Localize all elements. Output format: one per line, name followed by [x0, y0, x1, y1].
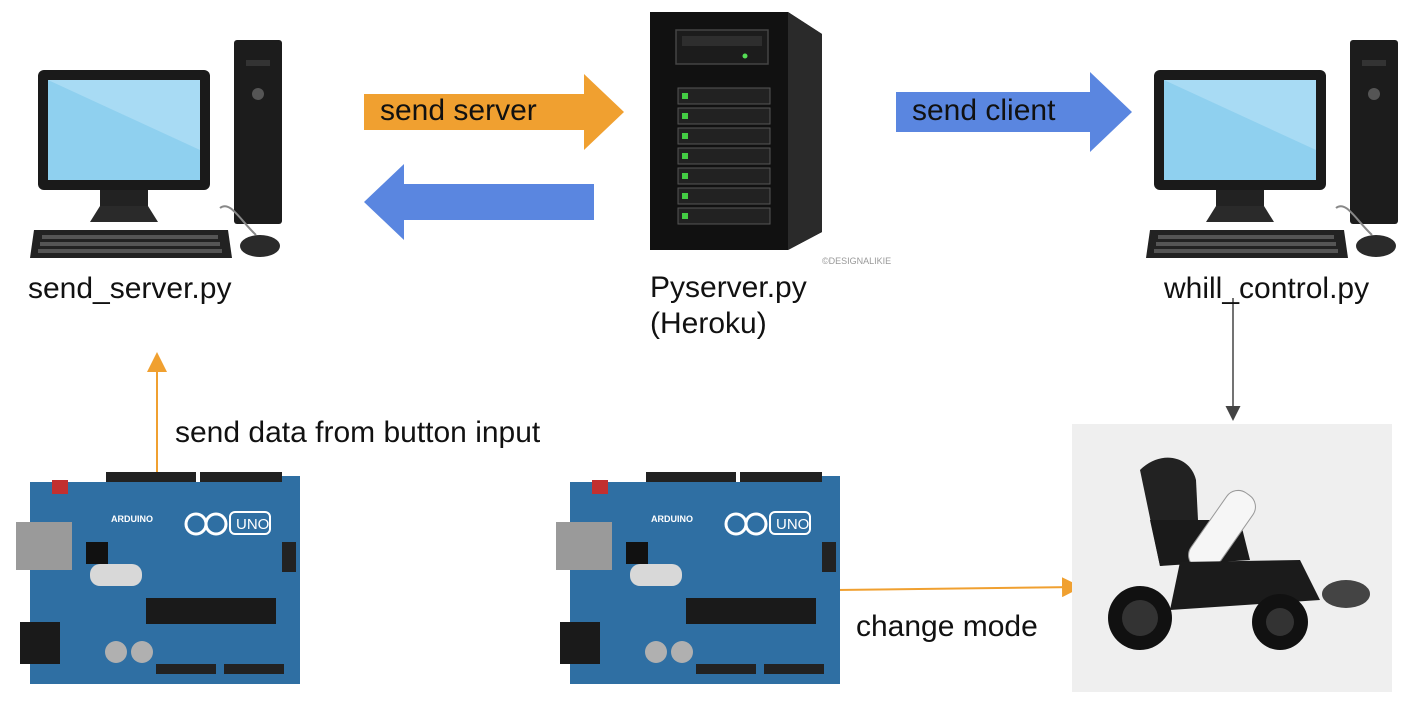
send-server-arrow [364, 74, 624, 150]
send-client-label: send client [912, 94, 1056, 127]
arduino-left-model: UNO [236, 516, 270, 533]
button-input-label: send data from button input [175, 416, 541, 449]
left-computer-icon [29, 39, 283, 259]
arduino-left-brand: ARDUINO [111, 514, 153, 524]
arduino-middle-model: UNO [776, 516, 810, 533]
wheelchair-icon [1072, 424, 1392, 692]
send-server-label: send server [380, 94, 537, 127]
change-mode-label: change mode [856, 610, 1038, 643]
change-mode-arrow [835, 577, 1082, 598]
arduino-middle-icon [554, 470, 842, 686]
send-client-arrow [896, 72, 1132, 152]
server-host: (Heroku) [650, 307, 767, 340]
send-server-node-label: send_server.py [28, 272, 232, 305]
server-node-label: Pyserver.py (Heroku) [650, 270, 807, 342]
arduino-middle-brand: ARDUINO [651, 514, 693, 524]
whill-control-node-label: whill_control.py [1164, 272, 1370, 305]
server-icon [650, 12, 822, 250]
server-watermark: ©DESIGNALIKIE [822, 256, 892, 266]
server-name: Pyserver.py [650, 271, 807, 304]
right-computer-icon [1145, 39, 1399, 259]
arduino-left-icon [14, 470, 302, 686]
return-arrow [364, 164, 594, 240]
